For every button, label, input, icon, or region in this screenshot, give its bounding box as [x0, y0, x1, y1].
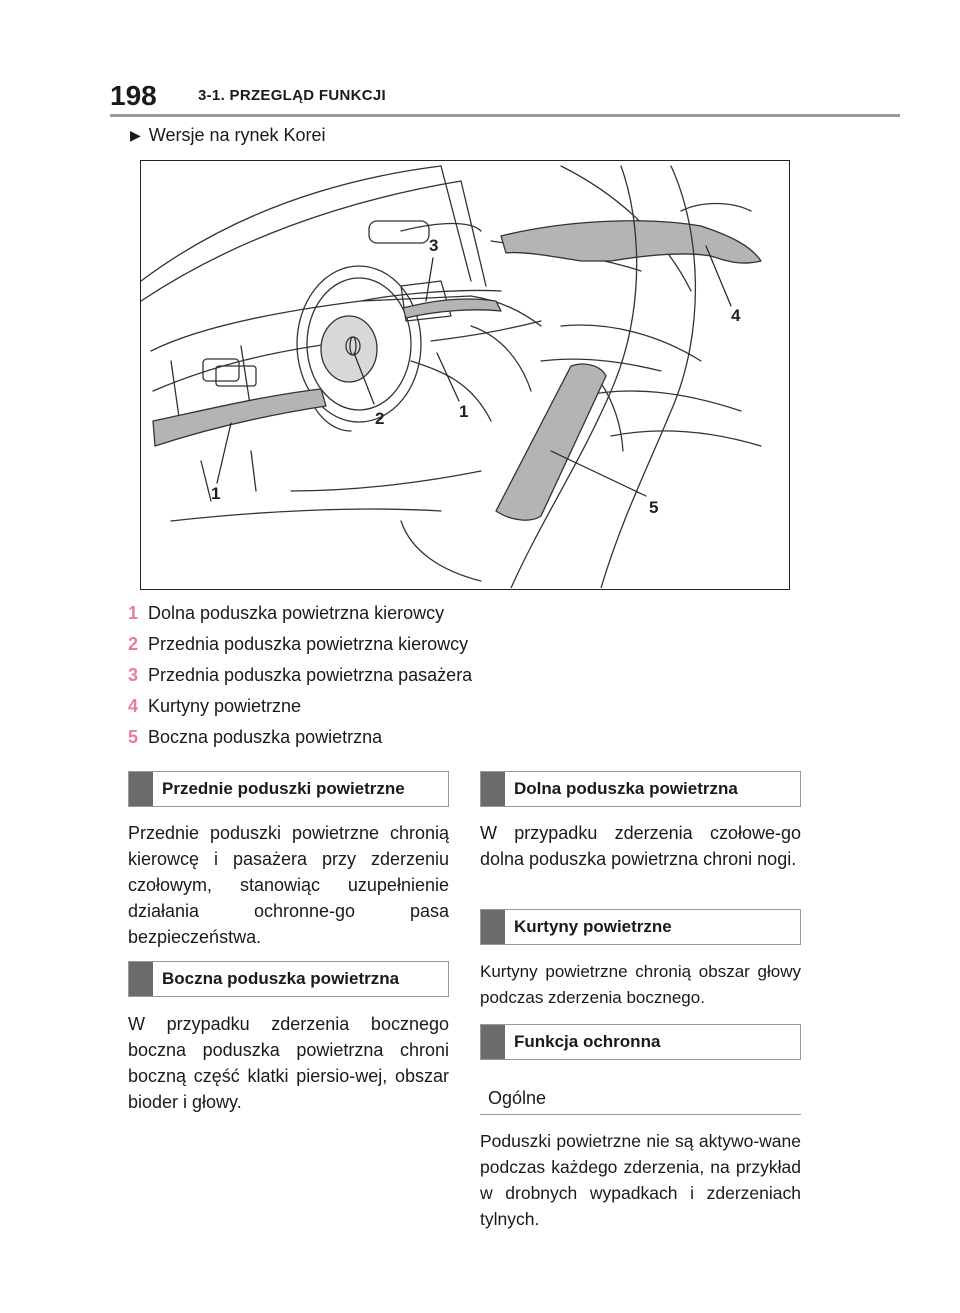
steering-wheel: [296, 265, 422, 423]
front-airbags-text: Przednie poduszki powietrzne chronią kie…: [128, 823, 449, 947]
callout-1-left: 1: [211, 484, 220, 503]
page-number: 198: [110, 80, 157, 111]
section-title: 3-1. PRZEGLĄD FUNKCJI: [198, 87, 386, 104]
airbag-location-figure: 3 4 2 1 1 5: [140, 160, 790, 590]
side-airbag-area: [495, 363, 607, 521]
general-subheading: Ogólne: [480, 1080, 801, 1115]
callout-5: 5: [649, 498, 658, 517]
callout-1-right: 1: [459, 402, 468, 421]
car-interior-illustration: 3 4 2 1 1 5: [141, 165, 762, 588]
side-airbag-heading: Boczna poduszka powietrzna: [128, 961, 449, 997]
knee-airbag-text: W przypadku zderzenia czołowe-go dolna p…: [480, 823, 801, 869]
page-header: 198 3-1. PRZEGLĄD FUNKCJI: [110, 74, 900, 117]
passenger-airbag-area: [402, 298, 502, 319]
header-divider: [110, 114, 900, 117]
callout-3: 3: [429, 236, 438, 255]
general-text: Poduszki powietrzne nie są aktywo-wane p…: [480, 1131, 801, 1229]
variant-label: ▶ Wersje na rynek Korei: [130, 125, 326, 146]
knee-airbag-heading: Dolna poduszka powietrzna: [480, 771, 801, 807]
curtain-airbags-heading: Kurtyny powietrzne: [480, 909, 801, 945]
callout-4: 4: [731, 306, 741, 325]
curtain-airbag-area: [500, 220, 762, 264]
side-airbag-text: W przypadku zderzenia bocznego boczna po…: [128, 1014, 449, 1112]
driver-knee-airbag-area: [152, 388, 327, 447]
rearview-mirror: [368, 220, 430, 244]
variant-text: Wersje na rynek Korei: [148, 125, 326, 145]
protection-function-heading: Funkcja ochronna: [480, 1024, 801, 1060]
front-airbags-heading: Przednie poduszki powietrzne: [128, 771, 449, 807]
curtain-airbags-text: Kurtyny powietrzne chronią obszar głowy …: [480, 962, 801, 1007]
callout-2: 2: [375, 409, 384, 428]
triangle-bullet-icon: ▶: [130, 127, 141, 143]
